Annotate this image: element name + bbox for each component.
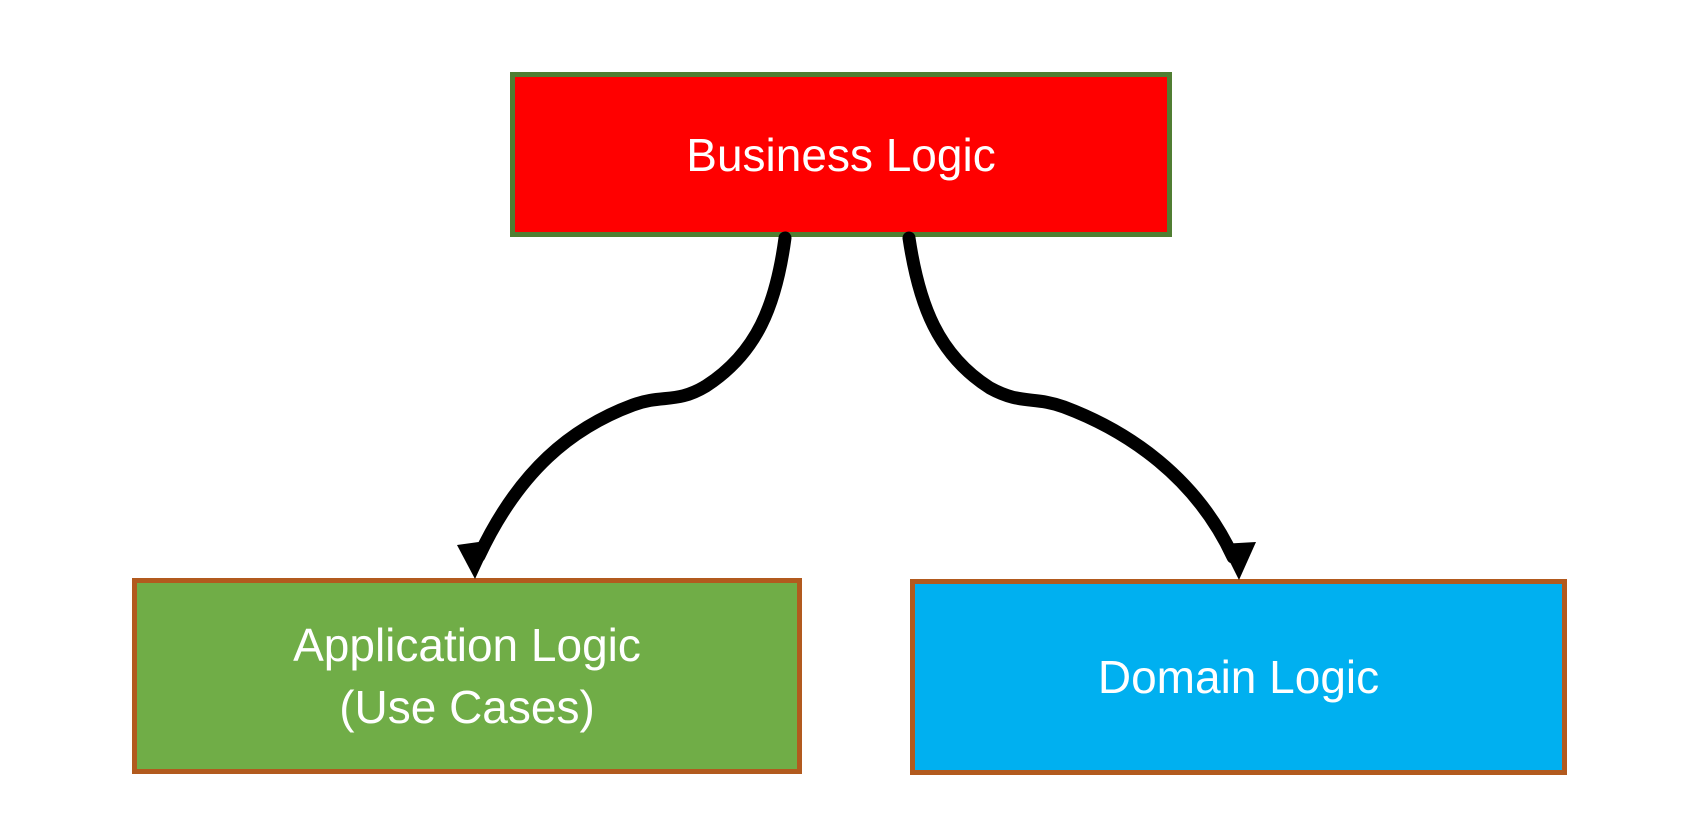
edge-business-to-domain xyxy=(902,231,1256,580)
edge-business-to-domain-line xyxy=(902,231,1240,564)
arrowhead-domain-icon xyxy=(1221,542,1256,580)
node-domain-logic-label: Domain Logic xyxy=(1097,651,1380,703)
node-business-logic-label: Business Logic xyxy=(686,128,996,181)
node-application-logic-label: Application Logic xyxy=(293,619,641,671)
edge-business-to-application xyxy=(457,231,792,579)
edge-business-to-application-line xyxy=(472,231,792,563)
node-application-logic: Application Logic (Use Cases) xyxy=(132,578,802,774)
node-domain-logic: Domain Logic xyxy=(910,579,1567,775)
node-business-logic: Business Logic xyxy=(510,72,1172,237)
node-application-logic-sublabel: (Use Cases) xyxy=(339,681,595,733)
arrowhead-application-icon xyxy=(457,540,493,579)
